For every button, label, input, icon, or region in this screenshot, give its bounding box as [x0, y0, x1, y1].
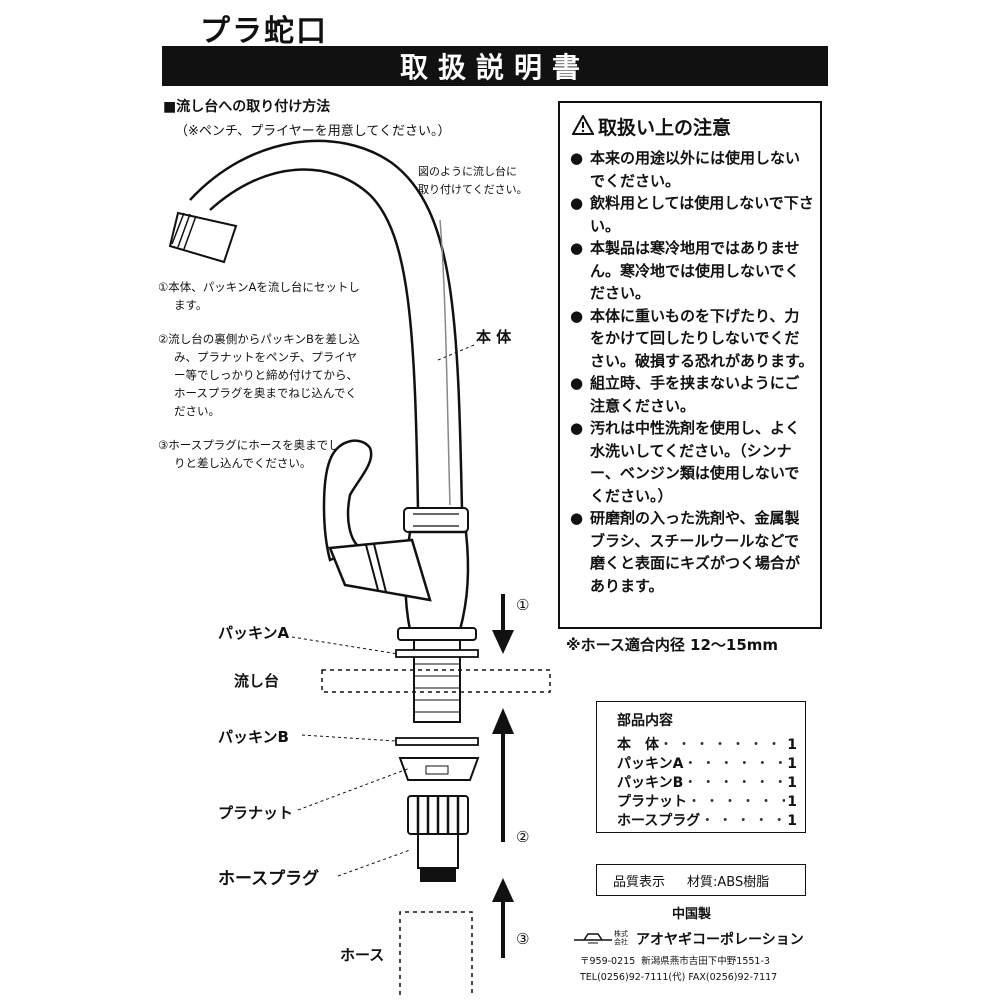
- list-item: ホースプラグ・・・・・・・・1: [617, 812, 797, 831]
- company-address: 〒959-0215 新潟県燕市吉田下中野1551-3 TEL(0256)92-7…: [580, 954, 777, 986]
- part-qty: 1: [787, 813, 797, 829]
- doc-title: 取扱説明書: [399, 51, 590, 84]
- caution-item: 汚れは中性洗剤を使用し、よく水洗いしてください。（シンナー、ベンジン類は使用しな…: [570, 417, 814, 507]
- company-postal: 〒959-0215: [580, 956, 636, 967]
- label-packing-a: パッキンA: [218, 624, 290, 642]
- company-name: アオヤギコーポレーション: [636, 932, 804, 948]
- label-step-1: ①: [516, 596, 530, 614]
- label-plastic-nut: プラナット: [218, 804, 294, 822]
- label-hose-plug: ホースプラグ: [218, 869, 320, 889]
- part-qty: 1: [787, 775, 797, 791]
- company-tel: TEL(0256)92-7111(代): [580, 972, 686, 983]
- arrow-down-icon: [492, 594, 514, 654]
- packing-a-icon: [395, 649, 479, 658]
- faucet-spout-icon: [189, 139, 464, 512]
- install-step-1: ①本体、パッキンAを流し台にセットします。: [158, 280, 360, 312]
- install-heading: ■流し台への取り付け方法: [163, 99, 331, 115]
- origin-label: 中国製: [672, 907, 712, 922]
- quality-label: 品質表示: [613, 874, 666, 890]
- faucet-handle-icon: [322, 439, 373, 562]
- caution-list: 本来の用途以外には使用しないでください。 飲料用としては使用しないで下さい。 本…: [570, 147, 814, 597]
- parts-list: 本 体・・・・・・・・1 パッキンA・・・・・・・・1 パッキンB・・・・・・・…: [617, 736, 797, 831]
- quality-material: 材質:ABS樹脂: [687, 874, 770, 890]
- install-step-3: ③ホースプラグにホースを奥までしっかりと差し込んでください。: [158, 438, 363, 470]
- plastic-nut-icon: [398, 757, 480, 781]
- install-caption: 図のように流し台に 取り付けてください。: [418, 163, 528, 199]
- leader-dots: ・・・・・・・・: [687, 794, 785, 810]
- install-steps: ①本体、パッキンAを流し台にセットします。 ②流し台の裏側からパッキンBを差し込…: [158, 278, 368, 488]
- label-step-2: ②: [516, 828, 530, 846]
- part-name: パッキンB: [617, 775, 684, 791]
- spout-nozzle-icon: [168, 211, 238, 264]
- hose-outline: [399, 911, 473, 995]
- sink-outline: [321, 669, 551, 693]
- list-item: プラナット・・・・・・・・1: [617, 793, 797, 812]
- parts-box: 部品内容 本 体・・・・・・・・1 パッキンA・・・・・・・・1 パッキンB・・…: [596, 701, 806, 833]
- caution-title: 取扱い上の注意: [598, 117, 732, 139]
- company-fax: FAX(0256)92-7117: [688, 972, 778, 983]
- hose-spec: ※ホース適合内径 12～15mm: [566, 636, 779, 654]
- product-name: プラ蛇口: [200, 14, 328, 49]
- label-sink: 流し台: [234, 672, 280, 690]
- doc-title-bar: 取扱説明書: [162, 46, 828, 86]
- arrow-up-icon: [492, 708, 514, 842]
- caution-item: 組立時、手を挟まないようにご注意ください。: [570, 372, 814, 417]
- faucet-base-icon: [397, 627, 477, 641]
- warning-icon: [572, 115, 594, 135]
- leader-dots: ・・・・・・・・: [683, 775, 785, 791]
- caution-item: 本来の用途以外には使用しないでください。: [570, 147, 814, 192]
- caution-item: 本製品は寒冷地用ではありません。寒冷地では使用しないでください。: [570, 237, 814, 305]
- leader-dots: ・・・・・・・・: [683, 756, 785, 772]
- company-kk: 株式会社: [614, 930, 628, 946]
- caution-item: 研磨剤の入った洗剤や、金属製ブラシ、スチールウールなどで磨くと表面にキズがつく場…: [570, 507, 814, 597]
- install-caption-line1: 図のように流し台に: [418, 165, 517, 178]
- list-item: 本 体・・・・・・・・1: [617, 736, 797, 755]
- label-packing-b: パッキンB: [218, 728, 289, 746]
- part-name: プラナット: [617, 794, 687, 810]
- install-caption-line2: 取り付けてください。: [418, 183, 528, 196]
- label-body: 本 体: [476, 328, 512, 346]
- label-hose: ホース: [340, 946, 385, 964]
- packing-b-icon: [395, 737, 479, 746]
- caution-item: 本体に重いものを下げたり、力をかけて回したりしないでください。破損する恐れがあり…: [570, 305, 814, 373]
- install-step-2: ②流し台の裏側からパッキンBを差し込み、プラナットをペンチ、プライヤー等でしっか…: [158, 332, 360, 418]
- part-qty: 1: [787, 794, 797, 810]
- arrow-up-icon: [492, 878, 514, 958]
- company-logo-icon: [574, 933, 612, 944]
- part-name: パッキンA: [617, 756, 684, 772]
- part-qty: 1: [787, 737, 797, 753]
- company-street: 新潟県燕市吉田下中野1551-3: [641, 956, 770, 967]
- label-step-3: ③: [516, 930, 530, 948]
- quality-box: 品質表示 材質:ABS樹脂: [596, 864, 806, 896]
- parts-title: 部品内容: [617, 713, 673, 729]
- leader-dots: ・・・・・・・・: [700, 813, 785, 829]
- part-qty: 1: [787, 756, 797, 772]
- part-name: 本 体: [617, 737, 659, 753]
- list-item: パッキンB・・・・・・・・1: [617, 774, 797, 793]
- part-name: ホースプラグ: [617, 813, 701, 829]
- install-subheading: （※ペンチ、プライヤーを用意してください。）: [175, 124, 451, 139]
- caution-item: 飲料用としては使用しないで下さい。: [570, 192, 814, 237]
- caution-box: 取扱い上の注意 本来の用途以外には使用しないでください。 飲料用としては使用しな…: [558, 101, 822, 629]
- leader-dots: ・・・・・・・・: [659, 737, 785, 753]
- faucet-collar-icon: [403, 507, 469, 533]
- list-item: パッキンA・・・・・・・・1: [617, 755, 797, 774]
